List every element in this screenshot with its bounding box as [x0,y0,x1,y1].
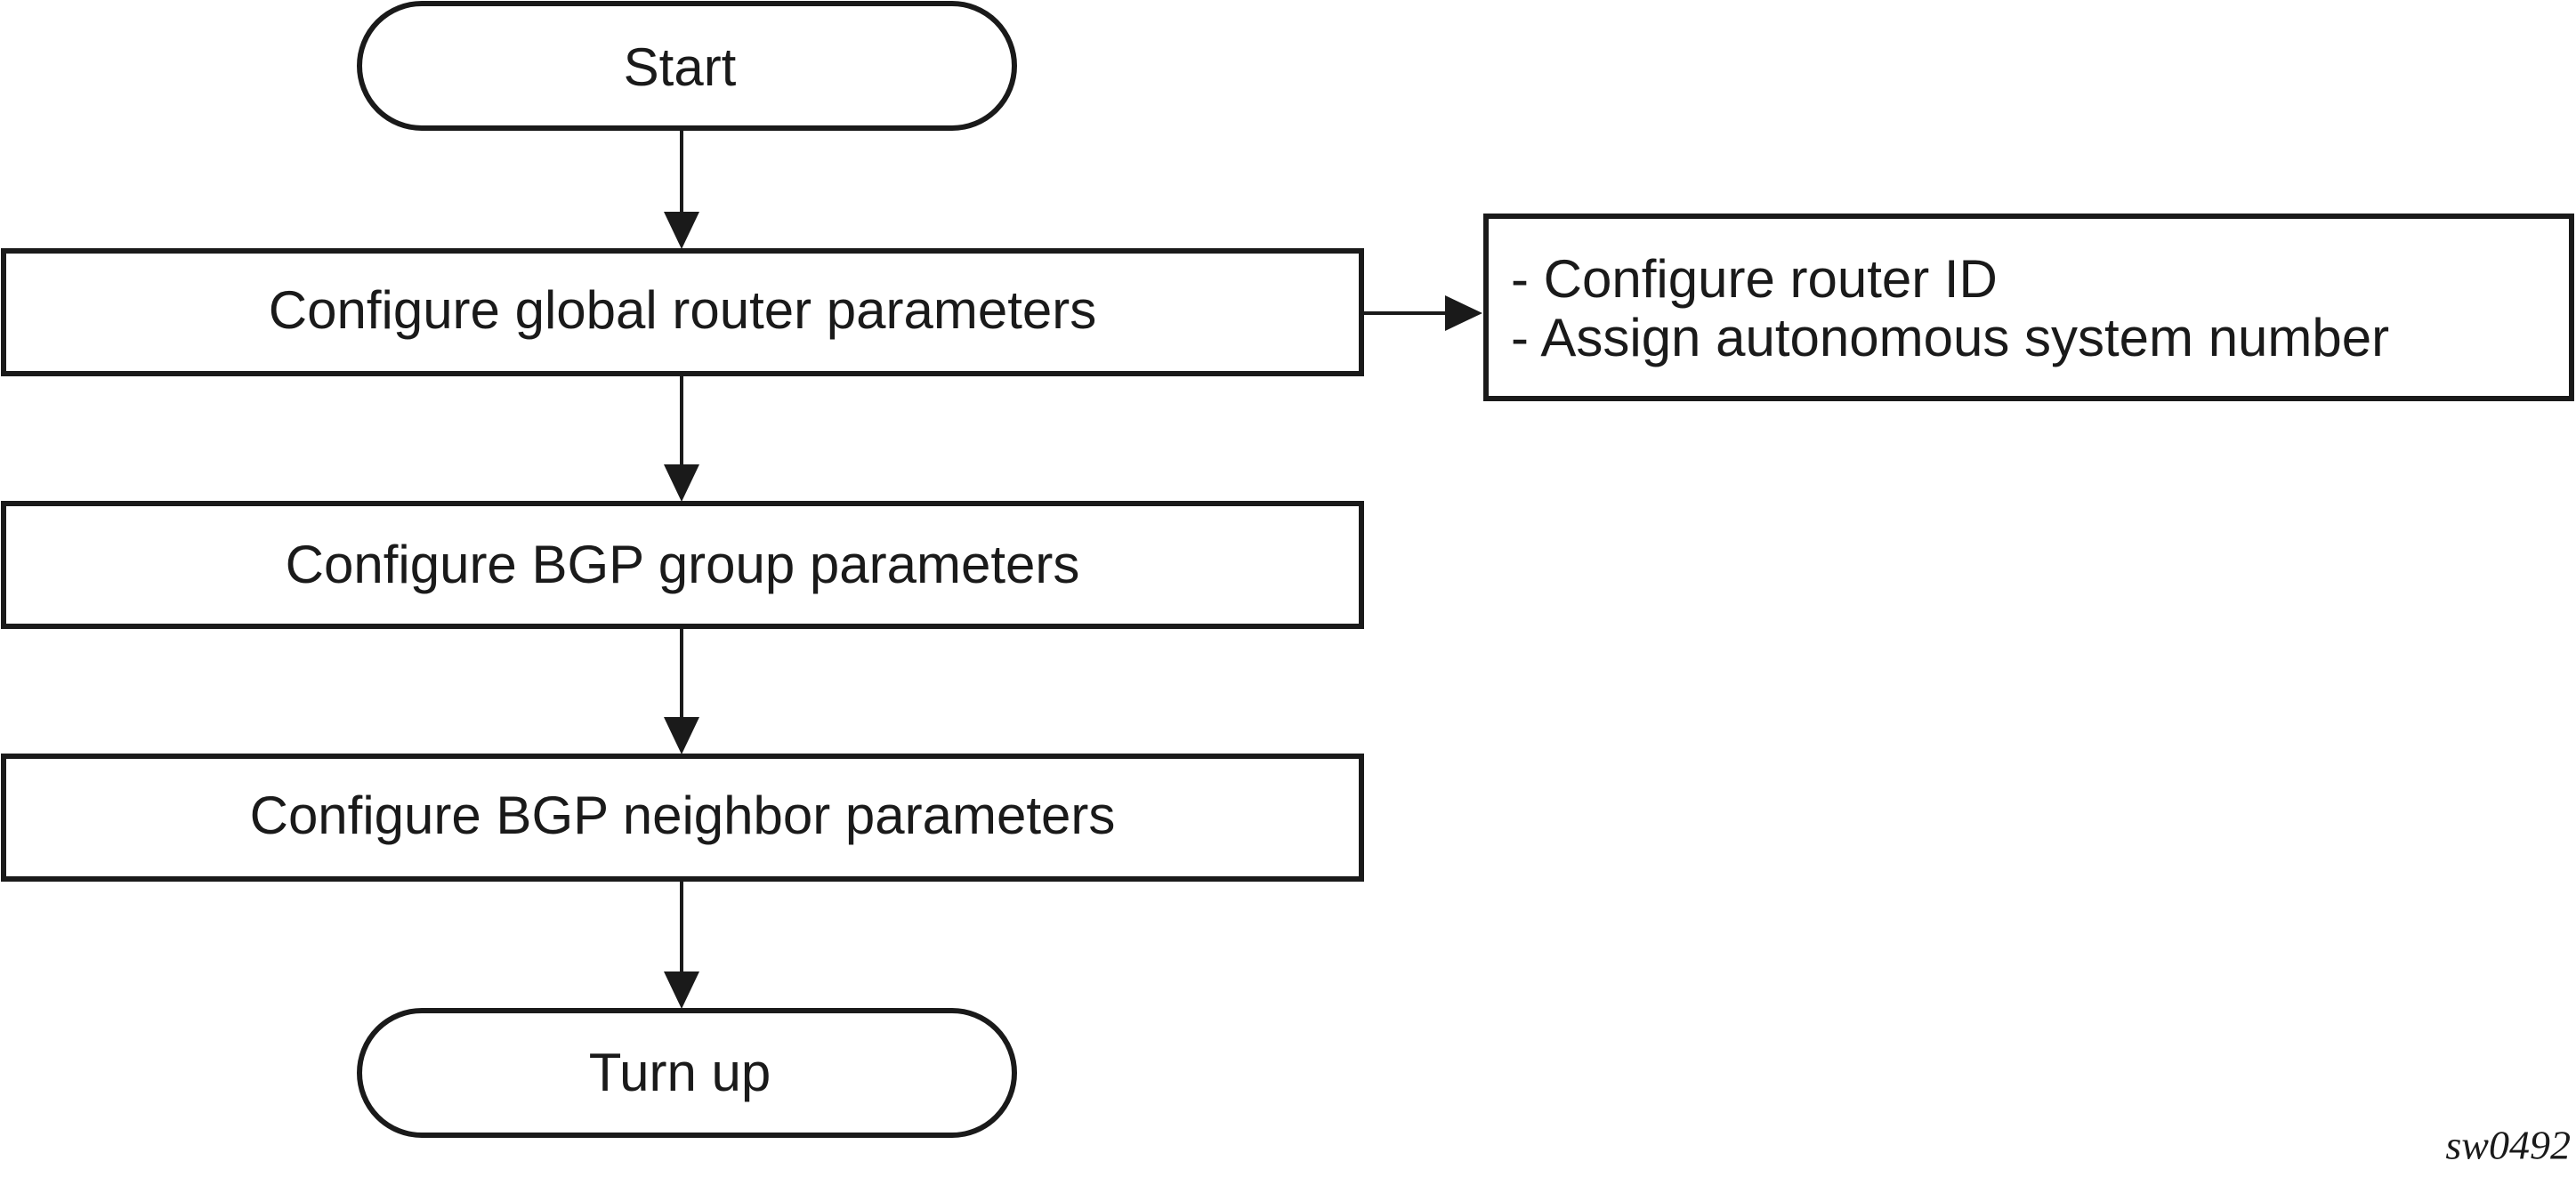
step-global-router-parameters: Configure global router parameters [1,248,1364,376]
start-label: Start [624,37,737,97]
arrow-group-to-neighbor [664,626,699,754]
step-bgp-neighbor-label: Configure BGP neighbor parameters [250,786,1116,845]
step-global-router-label: Configure global router parameters [269,280,1097,340]
arrow-global-to-note [1361,295,1482,331]
note-box: - Configure router ID - Assign autonomou… [1483,214,2574,401]
step-bgp-group-parameters: Configure BGP group parameters [1,501,1364,629]
step-bgp-group-label: Configure BGP group parameters [286,535,1080,594]
arrow-global-to-group [664,374,699,502]
end-label: Turn up [589,1043,771,1102]
start-node: Start [357,1,1017,131]
step-bgp-neighbor-parameters: Configure BGP neighbor parameters [1,754,1364,882]
note-line-as-number: - Assign autonomous system number [1511,308,2389,367]
note-line-router-id: - Configure router ID [1511,249,1998,309]
arrow-start-to-global [664,128,699,249]
arrow-neighbor-to-turn-up [664,879,699,1009]
end-node: Turn up [357,1008,1017,1138]
figure-id-label: sw0492 [2445,1123,2571,1168]
